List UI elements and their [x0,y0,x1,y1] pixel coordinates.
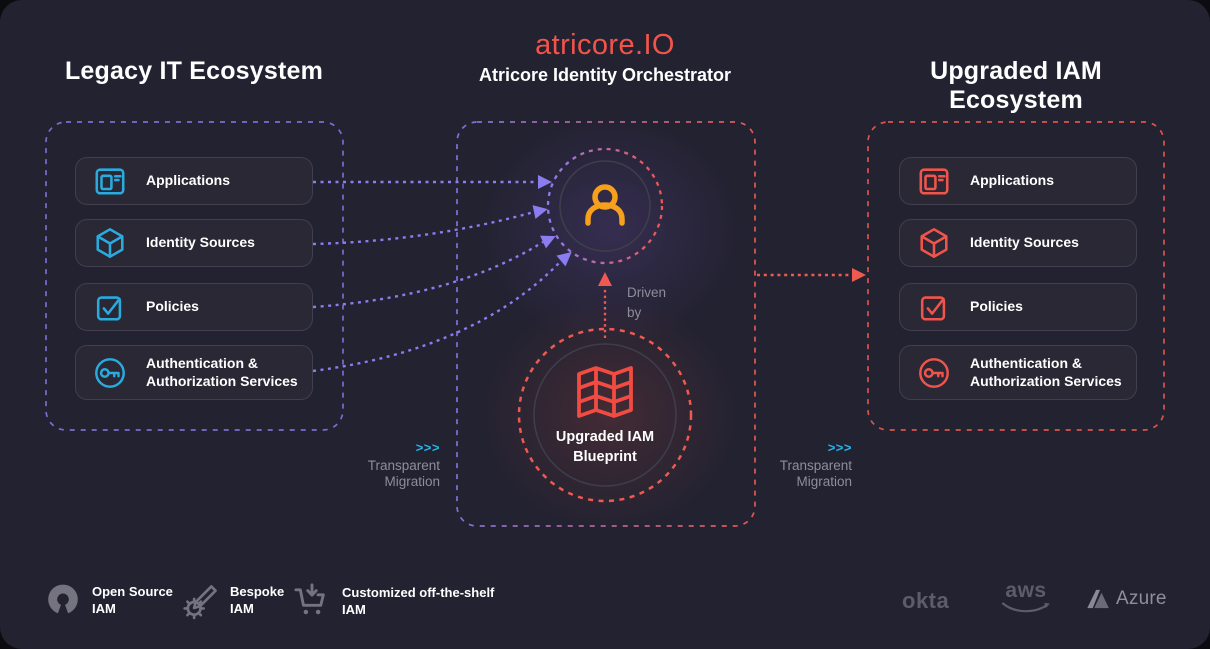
blueprint-label: Upgraded IAM Blueprint [555,429,655,466]
azure-icon [1087,589,1109,609]
item-label: Identity Sources [146,234,255,251]
browser-window-icon [917,164,951,198]
migration-label-right: >>> Transparent Migration [760,440,852,490]
item-label: Policies [146,298,199,315]
upgraded-card-identity-sources: Identity Sources [899,219,1137,267]
legacy-card-applications: Applications [75,157,313,205]
blueprint-map-icon [577,366,633,418]
open-source-icon [44,582,82,620]
brand-subtitle: Atricore Identity Orchestrator [478,65,732,85]
legacy-card-policies: Policies [75,283,313,331]
purple-arrowheads [532,175,572,267]
item-label: Applications [146,172,231,189]
item-label: Authentication & Authorization Services [146,355,298,389]
blueprint-circle-inner [533,343,677,487]
legend-customized: Customized off-the-shelf IAM [292,582,512,622]
legend-label: Customized off-the-shelf IAM [342,585,495,617]
legend-bespoke: Bespoke IAM [182,582,300,620]
upgraded-card-applications: Applications [899,157,1137,205]
legacy-card-auth-services: Authentication & Authorization Services [75,345,313,400]
legend-open-source: Open Source IAM [44,582,184,620]
upgraded-card-policies: Policies [899,283,1137,331]
item-label: Authentication & Authorization Services [970,355,1122,389]
red-arrowhead-right [852,268,866,282]
upgraded-panel-border [867,121,1165,431]
migration-text: Transparent Migration [779,458,852,490]
chevrons-icon: >>> [415,440,440,455]
okta-logo: okta [902,588,950,613]
browser-window-icon [93,164,127,198]
item-label: Policies [970,298,1023,315]
azure-logo: Azure [1084,587,1167,611]
brand-logo: atricore.IO [535,29,675,61]
legacy-to-orchestrator-arrows [312,180,562,373]
cube-icon [917,226,951,260]
red-arrowhead-up [598,272,612,286]
legacy-panel-border [45,121,344,431]
blueprint-circle-border [517,327,693,503]
item-label: Identity Sources [970,234,1079,251]
aws-logo-text: aws [1005,579,1047,602]
migration-text: Transparent Migration [367,458,440,490]
azure-logo-text: Azure [1116,588,1167,609]
user-icon [575,176,635,236]
migration-label-left: >>> Transparent Migration [348,440,440,490]
gear-pencil-icon [182,582,220,620]
orchestrator-panel-border [456,121,756,527]
aws-smile-icon [1001,602,1050,613]
upgraded-panel-title: Upgraded IAM Ecosystem [930,57,1102,114]
cart-download-icon [292,582,332,622]
checkbox-icon [917,290,951,324]
key-icon [917,356,951,390]
legacy-panel-title: Legacy IT Ecosystem [64,57,324,85]
user-circle-inner [559,160,651,252]
chevrons-icon: >>> [827,440,852,455]
driven-by-label: Driven by [627,285,667,320]
user-circle-border [546,147,664,265]
aws-logo: aws [999,579,1053,614]
legacy-card-identity-sources: Identity Sources [75,219,313,267]
upgraded-card-auth-services: Authentication & Authorization Services [899,345,1137,400]
checkbox-icon [93,290,127,324]
key-icon [93,356,127,390]
cube-icon [93,226,127,260]
item-label: Applications [970,172,1055,189]
legend-label: Bespoke IAM [230,584,285,616]
legend-label: Open Source IAM [92,584,173,616]
